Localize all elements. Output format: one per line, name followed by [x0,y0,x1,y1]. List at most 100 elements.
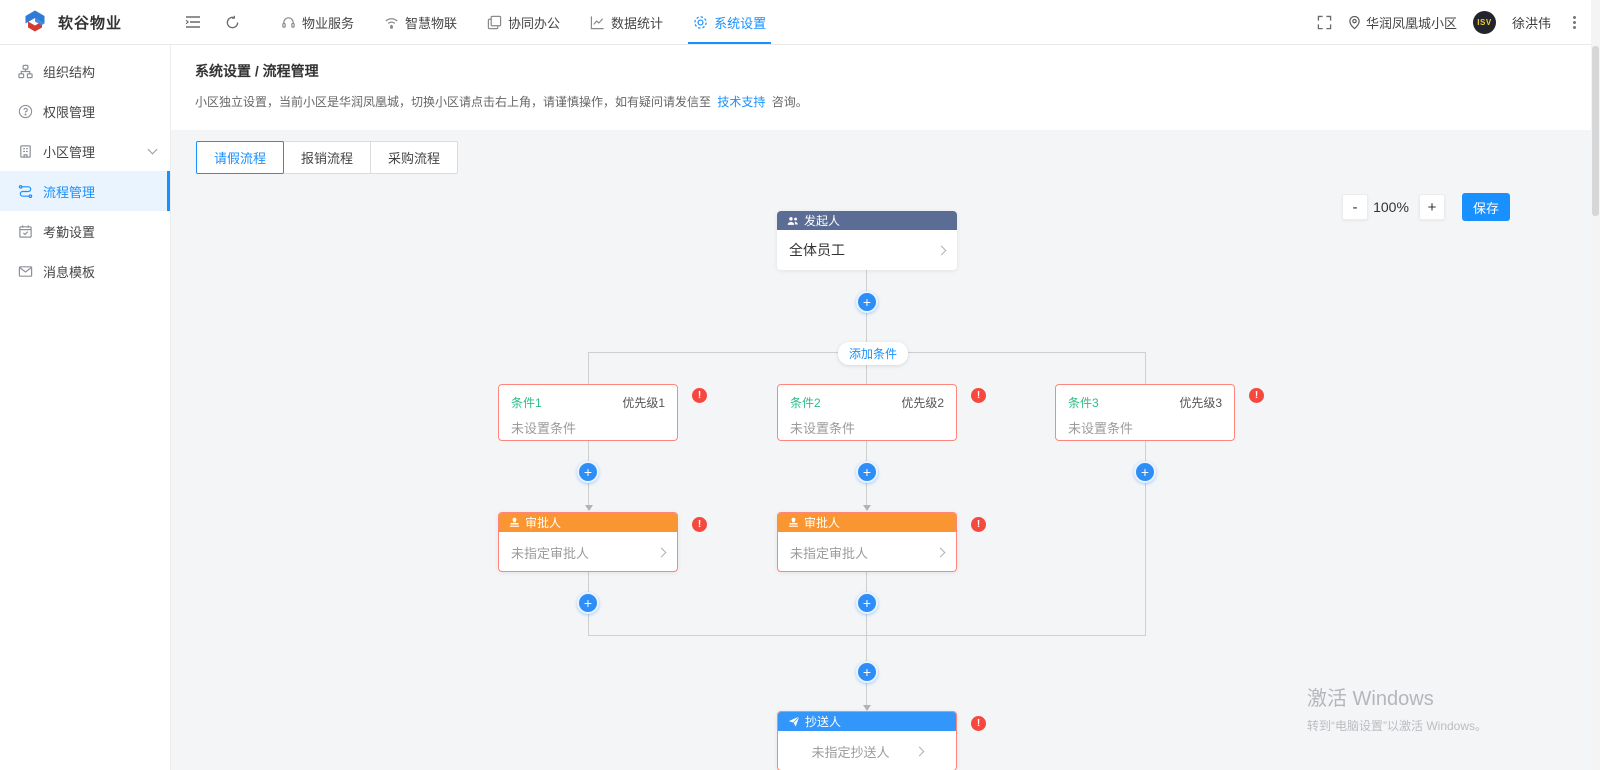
initiator-node[interactable]: 发起人 全体员工 [777,211,957,270]
sidebar-item-attendance[interactable]: 考勤设置 [0,211,170,251]
nav-item-property-service[interactable]: 物业服务 [266,0,369,44]
windows-activation-watermark: 激活 Windows 转到“电脑设置”以激活 Windows。 [1307,682,1487,734]
brand: 软谷物业 [0,9,171,35]
top-right-area: 华润凤凰城小区 ISV 徐洪伟 [1317,10,1600,34]
refresh-icon[interactable] [225,15,240,30]
headset-icon [281,15,296,30]
nav-item-system-settings[interactable]: 系统设置 [678,0,781,44]
top-tools [185,15,240,30]
connector-line [588,635,1146,636]
sidebar-item-org-structure[interactable]: 组织结构 [0,51,170,91]
save-button[interactable]: 保存 [1462,193,1510,221]
condition-node-3[interactable]: 条件3 优先级3 未设置条件 [1055,384,1235,441]
condition-priority: 优先级1 [622,396,665,410]
sidebar: 组织结构 权限管理 小区管理 流程管理 考勤设置 消息模板 [0,45,171,770]
cc-node[interactable]: 抄送人 未指定抄送人 [777,711,957,770]
approver-node-2[interactable]: 审批人 未指定审批人 [777,512,957,572]
connector-arrow [863,505,871,511]
top-navigation: 物业服务 智慧物联 协同办公 数据统计 系统设置 [266,0,781,44]
nav-item-smart-iot[interactable]: 智慧物联 [369,0,472,44]
condition-body: 未设置条件 [511,421,577,436]
error-badge: ! [971,388,986,403]
approver-value: 未指定审批人 [790,545,869,561]
cc-value: 未指定抄送人 [811,744,890,760]
nav-item-statistics[interactable]: 数据统计 [575,0,678,44]
add-node-button[interactable]: + [577,461,599,483]
condition-priority: 优先级2 [901,396,944,410]
nav-item-label: 数据统计 [611,15,664,31]
nav-item-label: 系统设置 [714,15,767,31]
approver-value: 未指定审批人 [511,545,590,561]
approver-node-1[interactable]: 审批人 未指定审批人 [498,512,678,572]
top-bar: 软谷物业 物业服务 智慧物联 协同办公 数据统计 系统设置 [0,0,1600,45]
nav-item-label: 物业服务 [302,15,355,31]
workflow-icon [17,184,33,199]
condition-node-2[interactable]: 条件2 优先级2 未设置条件 [777,384,957,441]
connector-arrow [585,505,593,511]
zoom-level: 100% [1373,199,1409,215]
sidebar-item-permissions[interactable]: 权限管理 [0,91,170,131]
tab-purchase-workflow[interactable]: 采购流程 [370,141,459,174]
tab-leave-workflow[interactable]: 请假流程 [196,141,285,174]
avatar[interactable]: ISV [1472,10,1496,34]
error-badge: ! [692,517,707,532]
location-icon [1348,15,1361,30]
fullscreen-icon[interactable] [1317,15,1332,30]
page-scrollbar[interactable] [1591,0,1600,770]
nav-item-label: 协同办公 [508,15,561,31]
initiator-node-header: 发起人 [777,211,957,230]
sidebar-item-label: 小区管理 [43,144,96,160]
cc-node-body[interactable]: 未指定抄送人 [778,731,956,770]
sidebar-item-community-mgmt[interactable]: 小区管理 [0,131,170,171]
stamp-icon [509,517,520,528]
sidebar-item-message-templates[interactable]: 消息模板 [0,251,170,291]
sitemap-icon [17,64,33,79]
approver-node-title: 审批人 [525,516,562,530]
nav-item-collaboration[interactable]: 协同办公 [472,0,575,44]
condition-node-1[interactable]: 条件1 优先级1 未设置条件 [498,384,678,441]
chart-icon [590,15,605,30]
add-node-button[interactable]: + [856,291,878,313]
page-notice: 小区独立设置，当前小区是华润凤凰城，切换小区请点击右上角，请谨慎操作，如有疑问请… [195,93,1576,110]
gear-icon [693,15,708,30]
notice-text: 小区独立设置，当前小区是华润凤凰城，切换小区请点击右上角，请谨慎操作，如有疑问请… [195,95,712,109]
sidebar-item-label: 权限管理 [43,104,96,120]
add-node-button[interactable]: + [1134,461,1156,483]
collapse-menu-icon[interactable] [185,15,201,29]
more-options-icon[interactable] [1567,14,1582,31]
sidebar-item-workflow-mgmt[interactable]: 流程管理 [0,171,170,211]
add-node-button[interactable]: + [856,461,878,483]
sidebar-item-label: 流程管理 [43,184,96,200]
sidebar-item-label: 考勤设置 [43,224,96,240]
chevron-right-icon [935,547,946,557]
condition-title: 条件2 [790,396,821,410]
connector-line [866,352,867,384]
stamp-icon [788,517,799,528]
people-icon [787,216,799,226]
watermark-title: 激活 Windows [1307,688,1434,710]
approver-node-body[interactable]: 未指定审批人 [778,532,956,571]
sidebar-item-label: 消息模板 [43,264,96,280]
tech-support-link[interactable]: 技术支持 [717,95,766,109]
tab-reimbursement-workflow[interactable]: 报销流程 [283,141,372,174]
workflow-tabs: 请假流程 报销流程 采购流程 [196,141,459,174]
add-node-button[interactable]: + [856,661,878,683]
add-node-button[interactable]: + [577,592,599,614]
initiator-node-body[interactable]: 全体员工 [777,230,957,270]
add-condition-button[interactable]: 添加条件 [838,342,909,365]
error-badge: ! [971,517,986,532]
cc-node-header: 抄送人 [778,712,956,731]
add-node-button[interactable]: + [856,592,878,614]
notice-text-suffix: 咨询。 [771,95,808,109]
approver-node-header: 审批人 [499,513,677,532]
approver-node-body[interactable]: 未指定审批人 [499,532,677,571]
error-badge: ! [971,716,986,731]
scrollbar-thumb[interactable] [1592,46,1599,216]
iot-icon [384,15,399,30]
zoom-out-button[interactable]: - [1342,194,1368,220]
connector-line [588,352,589,384]
zoom-in-button[interactable]: + [1419,194,1445,220]
chevron-down-icon [147,144,158,155]
mail-icon [17,264,33,279]
community-selector[interactable]: 华润凤凰城小区 [1348,13,1457,32]
